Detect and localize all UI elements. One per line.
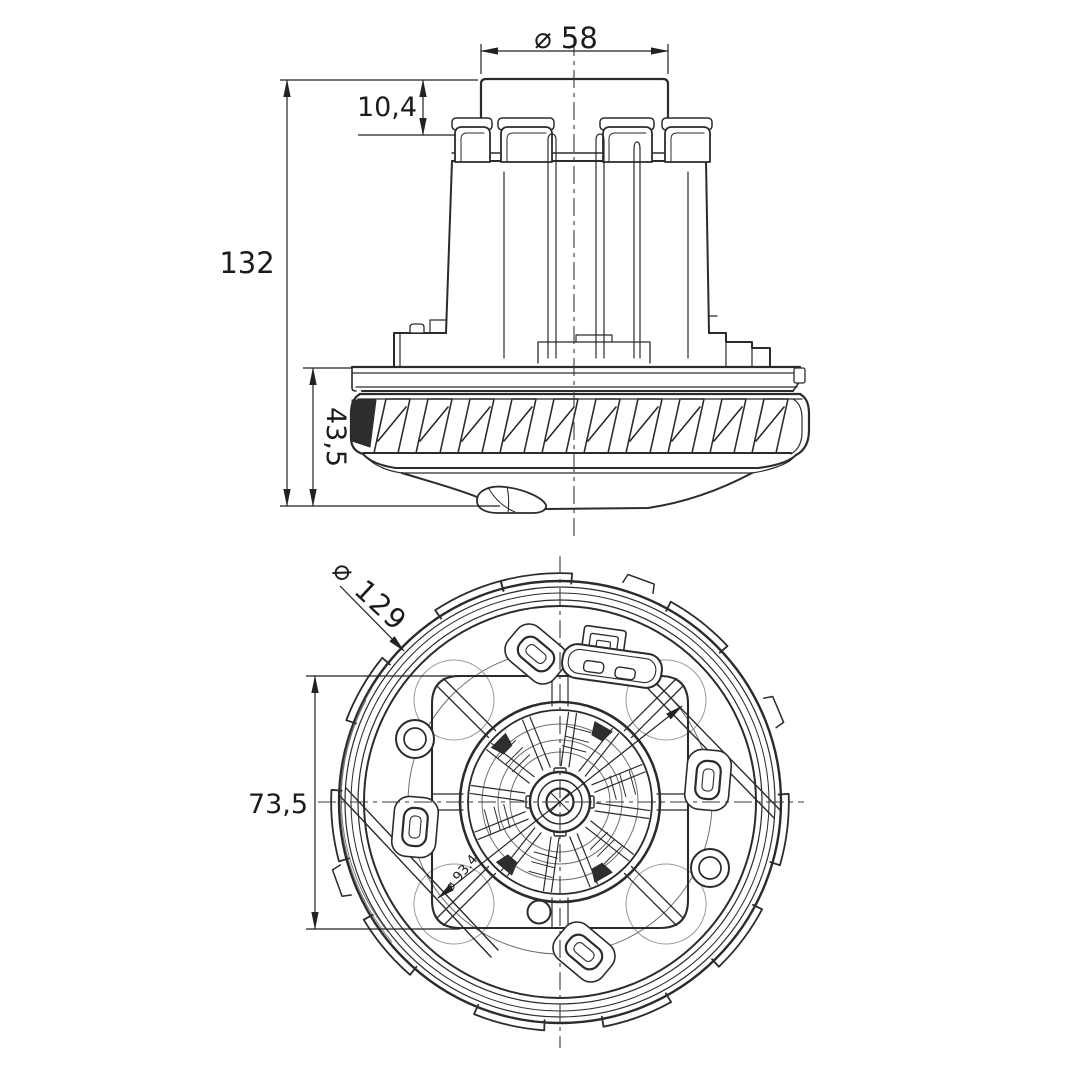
vent-hole bbox=[526, 899, 552, 925]
bracket-width-label: 73,5 bbox=[248, 789, 308, 820]
top-tabs bbox=[451, 117, 713, 163]
cap-diameter-label: ⌀ 58 bbox=[534, 21, 598, 55]
motor-body bbox=[393, 152, 771, 368]
bottom-view: 73,5 ⌀ 129 ⌀ 93.4 bbox=[248, 553, 804, 1048]
total-height-label: 132 bbox=[219, 246, 274, 280]
dim-outer-diameter: ⌀ 129 bbox=[326, 553, 414, 652]
cap-height-label: 10,4 bbox=[357, 92, 417, 123]
dim-turbine-height: 43,5 bbox=[303, 367, 352, 507]
front-dimensions: ⌀ 58 10,4 132 43,5 bbox=[219, 21, 669, 507]
rim-flaps bbox=[330, 572, 790, 1032]
outer-diameter-label: ⌀ 129 bbox=[326, 553, 414, 638]
slot-bosses bbox=[390, 623, 733, 983]
fan-vanes bbox=[373, 398, 789, 454]
front-view: ⌀ 58 10,4 132 43,5 bbox=[219, 21, 811, 536]
flange-plate bbox=[350, 365, 806, 392]
center-column bbox=[537, 133, 651, 364]
dim-bracket-width: 73,5 bbox=[248, 675, 460, 930]
fan-vane-band bbox=[349, 392, 811, 457]
inner-diameter-label: ⌀ 93.4 bbox=[442, 852, 482, 895]
dim-cap-height: 10,4 bbox=[357, 79, 455, 136]
lower-shell bbox=[362, 453, 797, 514]
dim-cap-diameter: ⌀ 58 bbox=[480, 21, 669, 74]
terminal-block bbox=[561, 624, 663, 689]
round-bosses bbox=[395, 719, 730, 925]
turbine-height-label: 43,5 bbox=[320, 407, 351, 467]
bracket-plate bbox=[430, 674, 690, 930]
